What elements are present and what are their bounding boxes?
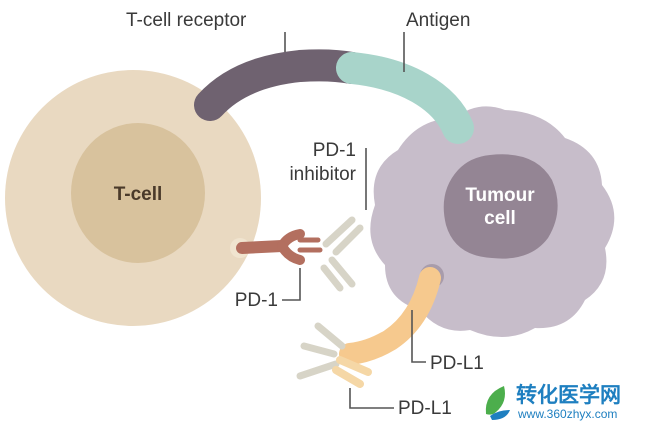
leaf-icon xyxy=(485,386,510,420)
watermark-url: www.360zhyx.com xyxy=(517,407,617,421)
leader-pd1 xyxy=(282,268,301,301)
pdl1-antibody xyxy=(296,322,372,388)
pdl1-ab-stem-1 xyxy=(336,356,372,376)
label-antigen: Antigen xyxy=(406,10,470,31)
inhibitor-lower-arm xyxy=(328,256,356,288)
tumour-cell: Tumour cell xyxy=(370,106,615,338)
watermark-logo: 转化医学网 www.360zhyx.com xyxy=(485,383,621,421)
tcell-nucleus xyxy=(71,123,205,263)
pd1-receptor xyxy=(230,229,323,265)
pdl1-ab-stem-2 xyxy=(332,366,364,388)
label-pd1: PD-1 xyxy=(235,290,278,311)
watermark-title: 转化医学网 xyxy=(516,383,621,407)
inhibitor-upper-arm-2 xyxy=(332,224,364,256)
pd1-fork-lower xyxy=(277,241,305,265)
label-pd1-inhibitor-line1: PD-1 xyxy=(313,140,356,161)
tcell-receptor-arc xyxy=(194,49,368,121)
pd1-stem xyxy=(236,240,288,254)
label-tcell-receptor: T-cell receptor xyxy=(126,10,247,31)
label-pd1-inhibitor-line2: inhibitor xyxy=(289,164,356,185)
tcell: T-cell xyxy=(5,70,261,326)
pdl1-ab-arm-3 xyxy=(296,360,340,380)
tcell-label: T-cell xyxy=(114,184,163,205)
label-pdl1-antibody: PD-L1 xyxy=(398,398,452,419)
receptor-antigen-complex xyxy=(194,49,474,144)
pdl1-ligand xyxy=(339,264,444,365)
leader-lines xyxy=(282,32,426,409)
pdl1-ab-arm-2 xyxy=(300,342,338,358)
inhibitor-upper-arm xyxy=(322,216,356,248)
label-pdl1: PD-L1 xyxy=(430,353,484,374)
leader-pdl1 xyxy=(411,310,426,363)
leader-pdl1-antibody xyxy=(349,388,394,409)
pdl1-arc xyxy=(339,267,441,365)
tumour-label-line1: Tumour xyxy=(465,185,535,206)
pdl1-ab-arm-1 xyxy=(314,322,346,350)
antigen-arc xyxy=(336,52,474,144)
tumour-nucleus xyxy=(443,154,558,259)
tumour-label-line2: cell xyxy=(484,208,516,229)
inhibitor-lower-arm-2 xyxy=(320,264,344,292)
pd1-inhibitor-antibody xyxy=(320,216,364,292)
